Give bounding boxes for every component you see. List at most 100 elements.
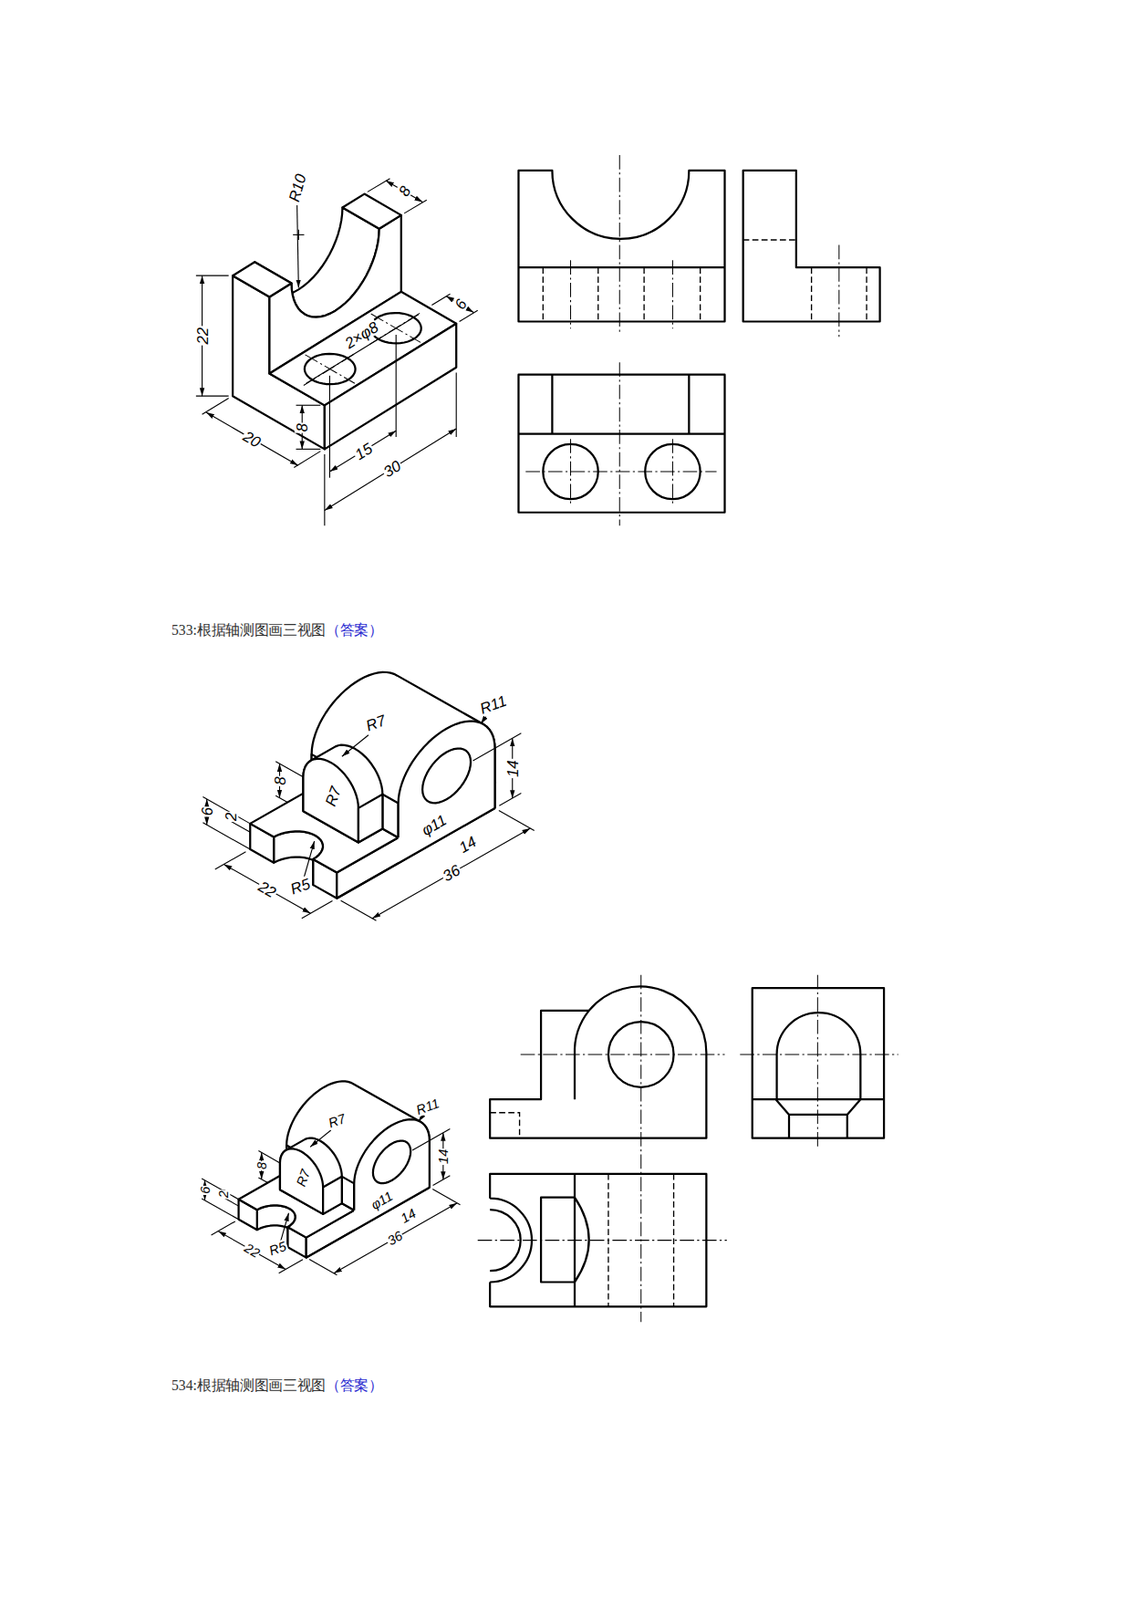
leader-line <box>306 314 419 385</box>
leader-line <box>297 205 300 289</box>
extension-line <box>433 1175 451 1186</box>
dimension-text: R5 <box>266 1238 290 1258</box>
dimension-text: 22 <box>194 326 210 346</box>
extension-line <box>201 1198 239 1220</box>
hole-ellipse <box>422 748 471 804</box>
left-view-outline <box>752 987 884 1138</box>
leader-line <box>310 1130 332 1147</box>
front-view-outline <box>489 986 707 1139</box>
dimension-text: 15 <box>351 439 376 463</box>
dimension-text: R5 <box>287 874 313 897</box>
leader-line <box>480 716 487 725</box>
extension-line <box>498 793 521 807</box>
extension-line <box>293 451 321 468</box>
leader-line <box>303 841 314 877</box>
upright-front <box>398 721 496 864</box>
caption-text: 533:根据轴测图画三视图 <box>171 623 326 639</box>
hidden-line <box>743 239 867 322</box>
leader-line <box>280 1213 290 1242</box>
dimension-line <box>372 828 530 919</box>
extension-line <box>258 1177 268 1184</box>
isometric-view <box>196 178 478 526</box>
dimension-text: 36 <box>384 1227 406 1248</box>
upright-edge <box>574 1010 590 1100</box>
extension-line <box>395 334 397 437</box>
extension-line <box>404 199 427 214</box>
dimension-line <box>324 428 457 511</box>
extension-line <box>432 1189 460 1205</box>
extension-line <box>367 178 391 193</box>
extension-line <box>498 810 535 831</box>
solid-face <box>358 794 383 843</box>
extension-line <box>211 1221 236 1236</box>
dimension-line <box>446 296 474 313</box>
extension-line <box>456 372 457 437</box>
dimension-text: R11 <box>414 1095 443 1117</box>
dimension-text: R7 <box>293 1166 313 1190</box>
extension-line <box>202 822 250 850</box>
caption-text: （答案） <box>325 1379 384 1394</box>
solid-face <box>280 1148 323 1215</box>
center-line <box>571 155 674 333</box>
isometric-view <box>202 672 534 921</box>
dimension-text: 6 <box>198 1184 213 1195</box>
extension-line <box>196 395 229 397</box>
center-line <box>838 245 840 338</box>
caption-text: （答案） <box>325 623 384 639</box>
center-line <box>520 975 726 1322</box>
dimension-text: φ11 <box>417 810 450 839</box>
isometric-view <box>201 1080 460 1275</box>
dimension-text: 22 <box>241 1240 263 1261</box>
solid-face <box>232 261 291 297</box>
solid-face <box>302 758 358 843</box>
dimension-text: R11 <box>477 692 510 717</box>
solid-edge <box>398 721 496 839</box>
center-line <box>477 1239 727 1241</box>
dimension-text: φ11 <box>367 1188 396 1213</box>
caption-text: 534:根据轴测图画三视图 <box>171 1379 326 1394</box>
extension-line <box>275 795 288 802</box>
solid-face <box>342 194 401 229</box>
extension-line <box>301 900 333 918</box>
dimension-text: R7 <box>363 711 389 734</box>
extension-line <box>431 293 450 305</box>
dimension-text: 6 <box>451 295 470 312</box>
dimension-text: 2×φ8 <box>341 318 382 352</box>
dimension-text: R10 <box>285 171 309 205</box>
dimension-text: R7 <box>321 783 344 810</box>
front-view-outline <box>518 170 725 322</box>
solid-face <box>322 1176 343 1215</box>
upright-front <box>353 1119 430 1230</box>
dimension-text: 30 <box>379 456 405 480</box>
leader-line <box>342 735 369 757</box>
extension-line <box>215 851 247 870</box>
hidden-line <box>489 1112 520 1139</box>
extension-line <box>412 1129 450 1152</box>
top-view-outline <box>518 374 725 513</box>
dimension-text: 14 <box>436 1148 451 1165</box>
three-views-533 <box>518 155 880 526</box>
three-views-answer <box>477 975 899 1322</box>
dimension-text: 6 <box>199 806 216 818</box>
dimension-line <box>206 412 299 466</box>
hidden-line <box>542 267 700 322</box>
extension-line <box>279 1259 303 1274</box>
dimension-text: 14 <box>397 1204 419 1226</box>
dimension-text: 14 <box>455 832 480 856</box>
hole-ellipse <box>373 1141 411 1184</box>
extension-line <box>459 310 478 322</box>
dimension-text: 14 <box>504 758 520 779</box>
dimension-text: 8 <box>294 422 311 434</box>
dimension-text: 22 <box>255 877 281 901</box>
extension-line <box>341 900 377 921</box>
dimension-text: 8 <box>255 1161 270 1171</box>
center-line <box>525 362 717 526</box>
center-mark <box>298 229 300 240</box>
step-line <box>518 266 725 269</box>
dimension-line <box>385 180 423 202</box>
dimension-text: 8 <box>271 775 288 787</box>
dimension-text: 20 <box>239 427 265 451</box>
dimension-text: 2 <box>223 810 239 822</box>
